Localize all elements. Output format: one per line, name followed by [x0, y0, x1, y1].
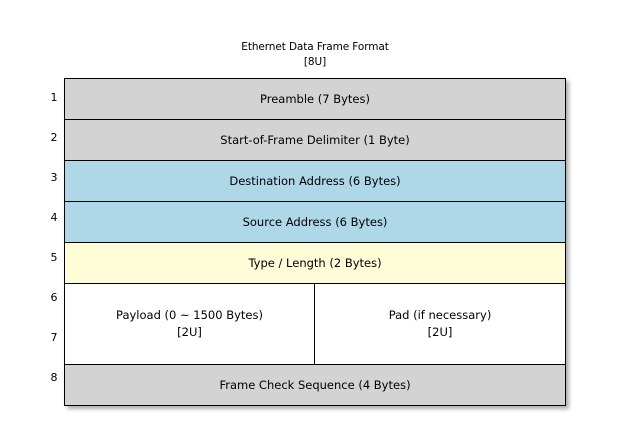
field-cell-pad-label: Pad (if necessary): [388, 308, 492, 322]
row-number-1: 1: [50, 91, 58, 104]
row-number-gutter: 1 2 3 4 5 6 7 8: [44, 78, 64, 398]
field-cell-source-address: Source Address (6 Bytes): [63, 201, 567, 243]
page-title: Ethernet Data Frame Format: [241, 41, 389, 53]
row-number-5: 5: [50, 251, 58, 264]
title-unit-tag: [8U]: [303, 56, 327, 68]
field-cell-pad-unit-tag: [2U]: [427, 325, 453, 339]
field-cell-type-length: Type / Length (2 Bytes): [63, 242, 567, 284]
row-number-2: 2: [50, 131, 58, 144]
table-row: Preamble (7 Bytes): [63, 78, 567, 120]
field-cell-destination-address: Destination Address (6 Bytes): [63, 160, 567, 202]
table-row: Type / Length (2 Bytes): [63, 242, 567, 284]
table-row: Start-of-Frame Delimiter (1 Byte): [63, 119, 567, 161]
field-cell-payload-unit-tag: [2U]: [177, 325, 202, 339]
field-cell-frame-check-sequence: Frame Check Sequence (4 Bytes): [63, 364, 567, 406]
field-cell-preamble: Preamble (7 Bytes): [63, 78, 567, 120]
field-cell-pad: Pad (if necessary) [2U]: [313, 283, 567, 365]
row-number-8: 8: [50, 371, 58, 384]
diagram-title-block: Ethernet Data Frame Format [8U]: [64, 40, 566, 70]
table-row: Frame Check Sequence (4 Bytes): [63, 364, 567, 406]
field-cell-payload: Payload (0 ~ 1500 Bytes) [2U]: [64, 283, 315, 365]
table-row: Payload (0 ~ 1500 Bytes) [2U] Pad (if ne…: [64, 283, 567, 365]
table-row: Destination Address (6 Bytes): [63, 160, 567, 202]
row-number-7: 7: [50, 331, 58, 344]
row-number-6: 6: [50, 291, 58, 304]
row-number-3: 3: [50, 171, 58, 184]
table-row: Source Address (6 Bytes): [63, 201, 567, 243]
field-cell-start-of-frame-delimiter: Start-of-Frame Delimiter (1 Byte): [63, 119, 567, 161]
ethernet-frame-diagram: 1 2 3 4 5 6 7 8 Preamble (7 Bytes) Start…: [44, 78, 568, 406]
frame-field-table: Preamble (7 Bytes) Start-of-Frame Delimi…: [63, 78, 567, 406]
field-cell-payload-label: Payload (0 ~ 1500 Bytes): [116, 308, 263, 322]
row-number-4: 4: [50, 211, 58, 224]
